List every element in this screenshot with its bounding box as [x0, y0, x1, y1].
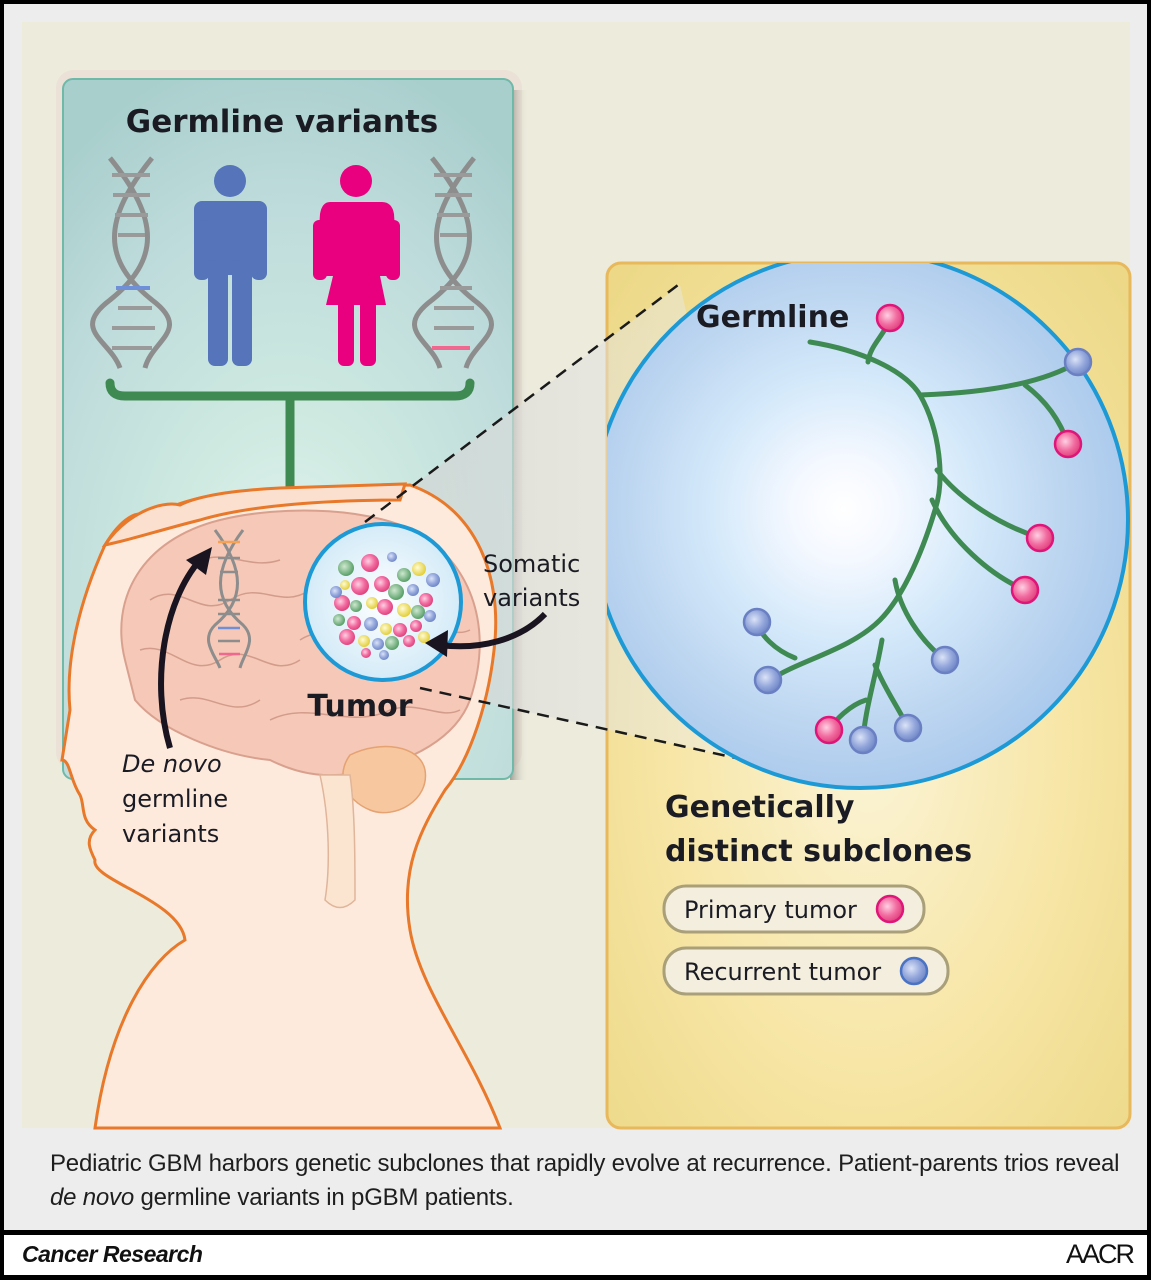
female-figure-icon [313, 165, 400, 366]
recurrent-tumor-node [742, 607, 772, 637]
primary-tumor-node [1010, 575, 1040, 605]
tumor-cell [364, 617, 378, 631]
illustration: Germline variants [22, 22, 1132, 1130]
tumor-cell [340, 580, 350, 590]
tumor-cell [418, 631, 430, 643]
tumor-cell [358, 635, 370, 647]
de-novo-arrow [158, 558, 203, 749]
blue-node-icon [899, 956, 929, 986]
tumor-label: Tumor [307, 689, 412, 724]
tumor-cell [338, 560, 354, 576]
tumor-cells [330, 552, 440, 660]
tumor-cell [372, 638, 384, 650]
tumor-cell [379, 650, 389, 660]
tumor-cell [410, 620, 422, 632]
zoom-line-top [364, 281, 683, 523]
tumor-cell [377, 599, 393, 615]
legend-primary-tumor: Primary tumor [662, 884, 926, 934]
pink-node-icon [875, 894, 905, 924]
primary-tumor-node [875, 303, 905, 333]
tumor-cell [393, 623, 407, 637]
somatic-label-line2: variants [483, 584, 580, 612]
male-figure-icon [194, 165, 267, 366]
recurrent-tumor-node [930, 645, 960, 675]
recurrent-tumor-node [753, 665, 783, 695]
zoom-line-bottom [419, 686, 791, 772]
somatic-label-line1: Somatic [483, 550, 580, 578]
tumor-cell [412, 562, 426, 576]
tumor-cell [374, 576, 390, 592]
tumor-cell [403, 635, 415, 647]
tumor-cell [334, 595, 350, 611]
tumor-cell [397, 603, 411, 617]
primary-tumor-node [814, 715, 844, 745]
de-novo-dna-icon [207, 529, 251, 669]
tumor-cell [330, 586, 342, 598]
footer-bar: Cancer Research AACR [4, 1235, 1147, 1275]
tumor-circle [303, 522, 463, 682]
legend-recurrent-label: Recurrent tumor [684, 958, 881, 986]
tumor-cell [339, 629, 355, 645]
tumor-cell [387, 552, 397, 562]
de-novo-label-italic: De novo [122, 750, 222, 778]
legend-recurrent-tumor: Recurrent tumor [662, 946, 950, 996]
tumor-cell [407, 584, 419, 596]
subclones-heading-line2: distinct subclones [665, 834, 972, 869]
phylogeny-circle: Germline [607, 263, 1130, 790]
caption-italic: de novo [50, 1184, 135, 1211]
tumor-cell [424, 610, 436, 622]
de-novo-label-line3: variants [122, 820, 219, 848]
subclones-heading-line1: Genetically [665, 790, 855, 825]
tumor-cell [419, 593, 433, 607]
dna-helix-icon [412, 156, 494, 369]
tumor-cell [351, 577, 369, 595]
figure-caption: Pediatric GBM harbors genetic subclones … [50, 1147, 1120, 1215]
brainstem [319, 774, 356, 909]
primary-tumor-node [1025, 523, 1055, 553]
legend-primary-label: Primary tumor [684, 896, 857, 924]
tumor-cell [426, 573, 440, 587]
tree-nodes [742, 303, 1093, 755]
tumor-cell [397, 568, 411, 582]
de-novo-arrowhead-icon [186, 547, 212, 575]
de-novo-label-line2: germline [122, 785, 228, 813]
tumor-cell [366, 597, 378, 609]
somatic-arrowhead-icon [425, 630, 448, 657]
circle-germline-label: Germline [696, 300, 849, 335]
tumor-cell [385, 636, 399, 650]
caption-text-1: Pediatric GBM harbors genetic subclones … [50, 1150, 1120, 1177]
tumor-cell [361, 554, 379, 572]
recurrent-tumor-node [1063, 347, 1093, 377]
somatic-arrow [439, 611, 548, 650]
recurrent-tumor-node [848, 725, 878, 755]
tumor-cell [333, 614, 345, 626]
tumor-cell [388, 584, 404, 600]
primary-tumor-node [1053, 429, 1083, 459]
journal-name: Cancer Research [22, 1241, 203, 1267]
dna-helix-icon [90, 156, 172, 369]
publisher-logo: AACR [1065, 1239, 1135, 1269]
tumor-cell [361, 648, 371, 658]
tumor-cell [347, 616, 361, 630]
tumor-cell [350, 600, 362, 612]
germline-panel-title: Germline variants [126, 104, 439, 140]
recurrent-tumor-node [893, 713, 923, 743]
tumor-cell [411, 605, 425, 619]
caption-text-2: germline variants in pGBM patients. [134, 1184, 514, 1211]
tumor-cell [380, 623, 392, 635]
